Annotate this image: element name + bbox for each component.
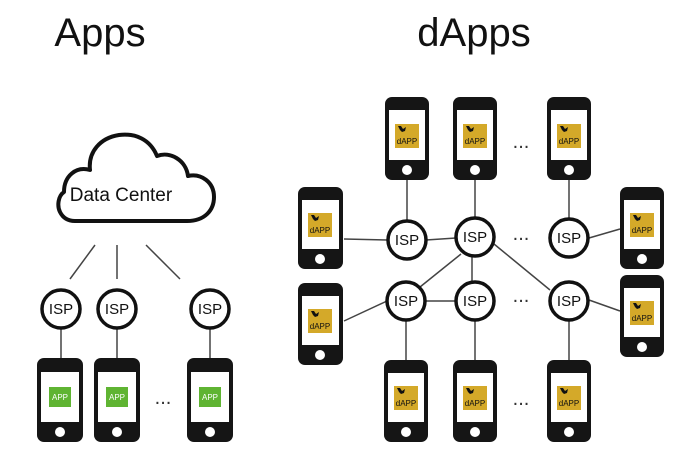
dapp-logo-icon — [466, 388, 474, 394]
smartphone-icon: dAPP — [547, 360, 591, 442]
cloud-icon — [56, 132, 216, 223]
apps-ellipsis: ... — [155, 387, 172, 409]
dapp-logo-icon — [633, 303, 641, 309]
smartphone-icon: dAPP — [385, 97, 429, 180]
isp-label: ISP — [105, 301, 129, 318]
dapp-label: dAPP — [632, 314, 652, 323]
isp-label: ISP — [198, 301, 222, 318]
dapp-logo-icon — [398, 126, 406, 132]
isp-label: ISP — [463, 229, 487, 246]
apps-heading: Apps — [54, 11, 145, 55]
smartphone-icon: dAPP — [384, 360, 428, 442]
dapp-isp-node: ISP — [548, 217, 590, 259]
smartphone-icon: dAPP — [547, 97, 591, 180]
app-label: APP — [52, 393, 68, 402]
dapps-ellipsis: ... — [513, 131, 530, 153]
dapp-label: dAPP — [632, 226, 652, 235]
dapp-logo-icon — [397, 388, 405, 394]
apps-isp-node: ISP — [189, 288, 231, 330]
smartphone-icon: APP — [37, 358, 83, 442]
smartphone-icon: dAPP — [620, 275, 664, 357]
dapp-isp-node: ISP — [454, 216, 496, 258]
cloud-connectors — [69, 244, 181, 280]
dapp-label: dAPP — [396, 399, 416, 408]
app-label: APP — [109, 393, 125, 402]
dapp-isp-node: ISP — [385, 280, 427, 322]
dapp-label: dAPP — [465, 399, 485, 408]
isp-label: ISP — [557, 230, 581, 247]
dapp-logo-icon — [466, 126, 474, 132]
isp-label: ISP — [463, 293, 487, 310]
isp-phone-connectors — [60, 328, 211, 358]
apps-isp-node: ISP — [40, 288, 82, 330]
smartphone-icon: dAPP — [453, 97, 497, 180]
isp-label: ISP — [395, 232, 419, 249]
dapps-heading: dApps — [417, 11, 530, 55]
dapp-isp-node: ISP — [386, 219, 428, 261]
isp-label: ISP — [557, 293, 581, 310]
isp-label: ISP — [394, 293, 418, 310]
app-label: APP — [202, 393, 218, 402]
dapp-isp-node: ISP — [454, 280, 496, 322]
smartphone-icon: APP — [94, 358, 140, 442]
dapp-logo-icon — [311, 215, 319, 221]
dapp-logo-icon — [633, 215, 641, 221]
smartphone-icon: APP — [187, 358, 233, 442]
dapp-isp-node: ISP — [548, 280, 590, 322]
dapp-label: dAPP — [465, 137, 485, 146]
smartphone-icon: dAPP — [453, 360, 497, 442]
smartphone-icon: dAPP — [620, 187, 664, 269]
smartphone-icon: dAPP — [298, 283, 343, 365]
isp-label: ISP — [49, 301, 73, 318]
dapps-ellipsis: ... — [513, 223, 530, 245]
dapp-label: dAPP — [310, 322, 330, 331]
dapp-logo-icon — [560, 126, 568, 132]
dapp-label: dAPP — [559, 137, 579, 146]
dapps-ellipsis: ... — [513, 285, 530, 307]
smartphone-icon: dAPP — [298, 187, 343, 269]
apps-isp-node: ISP — [96, 288, 138, 330]
data-center-label: Data Center — [70, 185, 173, 206]
dapp-logo-icon — [560, 388, 568, 394]
dapps-ellipsis: ... — [513, 388, 530, 410]
dapp-label: dAPP — [397, 137, 417, 146]
dapp-label: dAPP — [310, 226, 330, 235]
dapp-label: dAPP — [559, 399, 579, 408]
dapp-logo-icon — [311, 311, 319, 317]
dapp-network-connectors — [343, 180, 621, 360]
